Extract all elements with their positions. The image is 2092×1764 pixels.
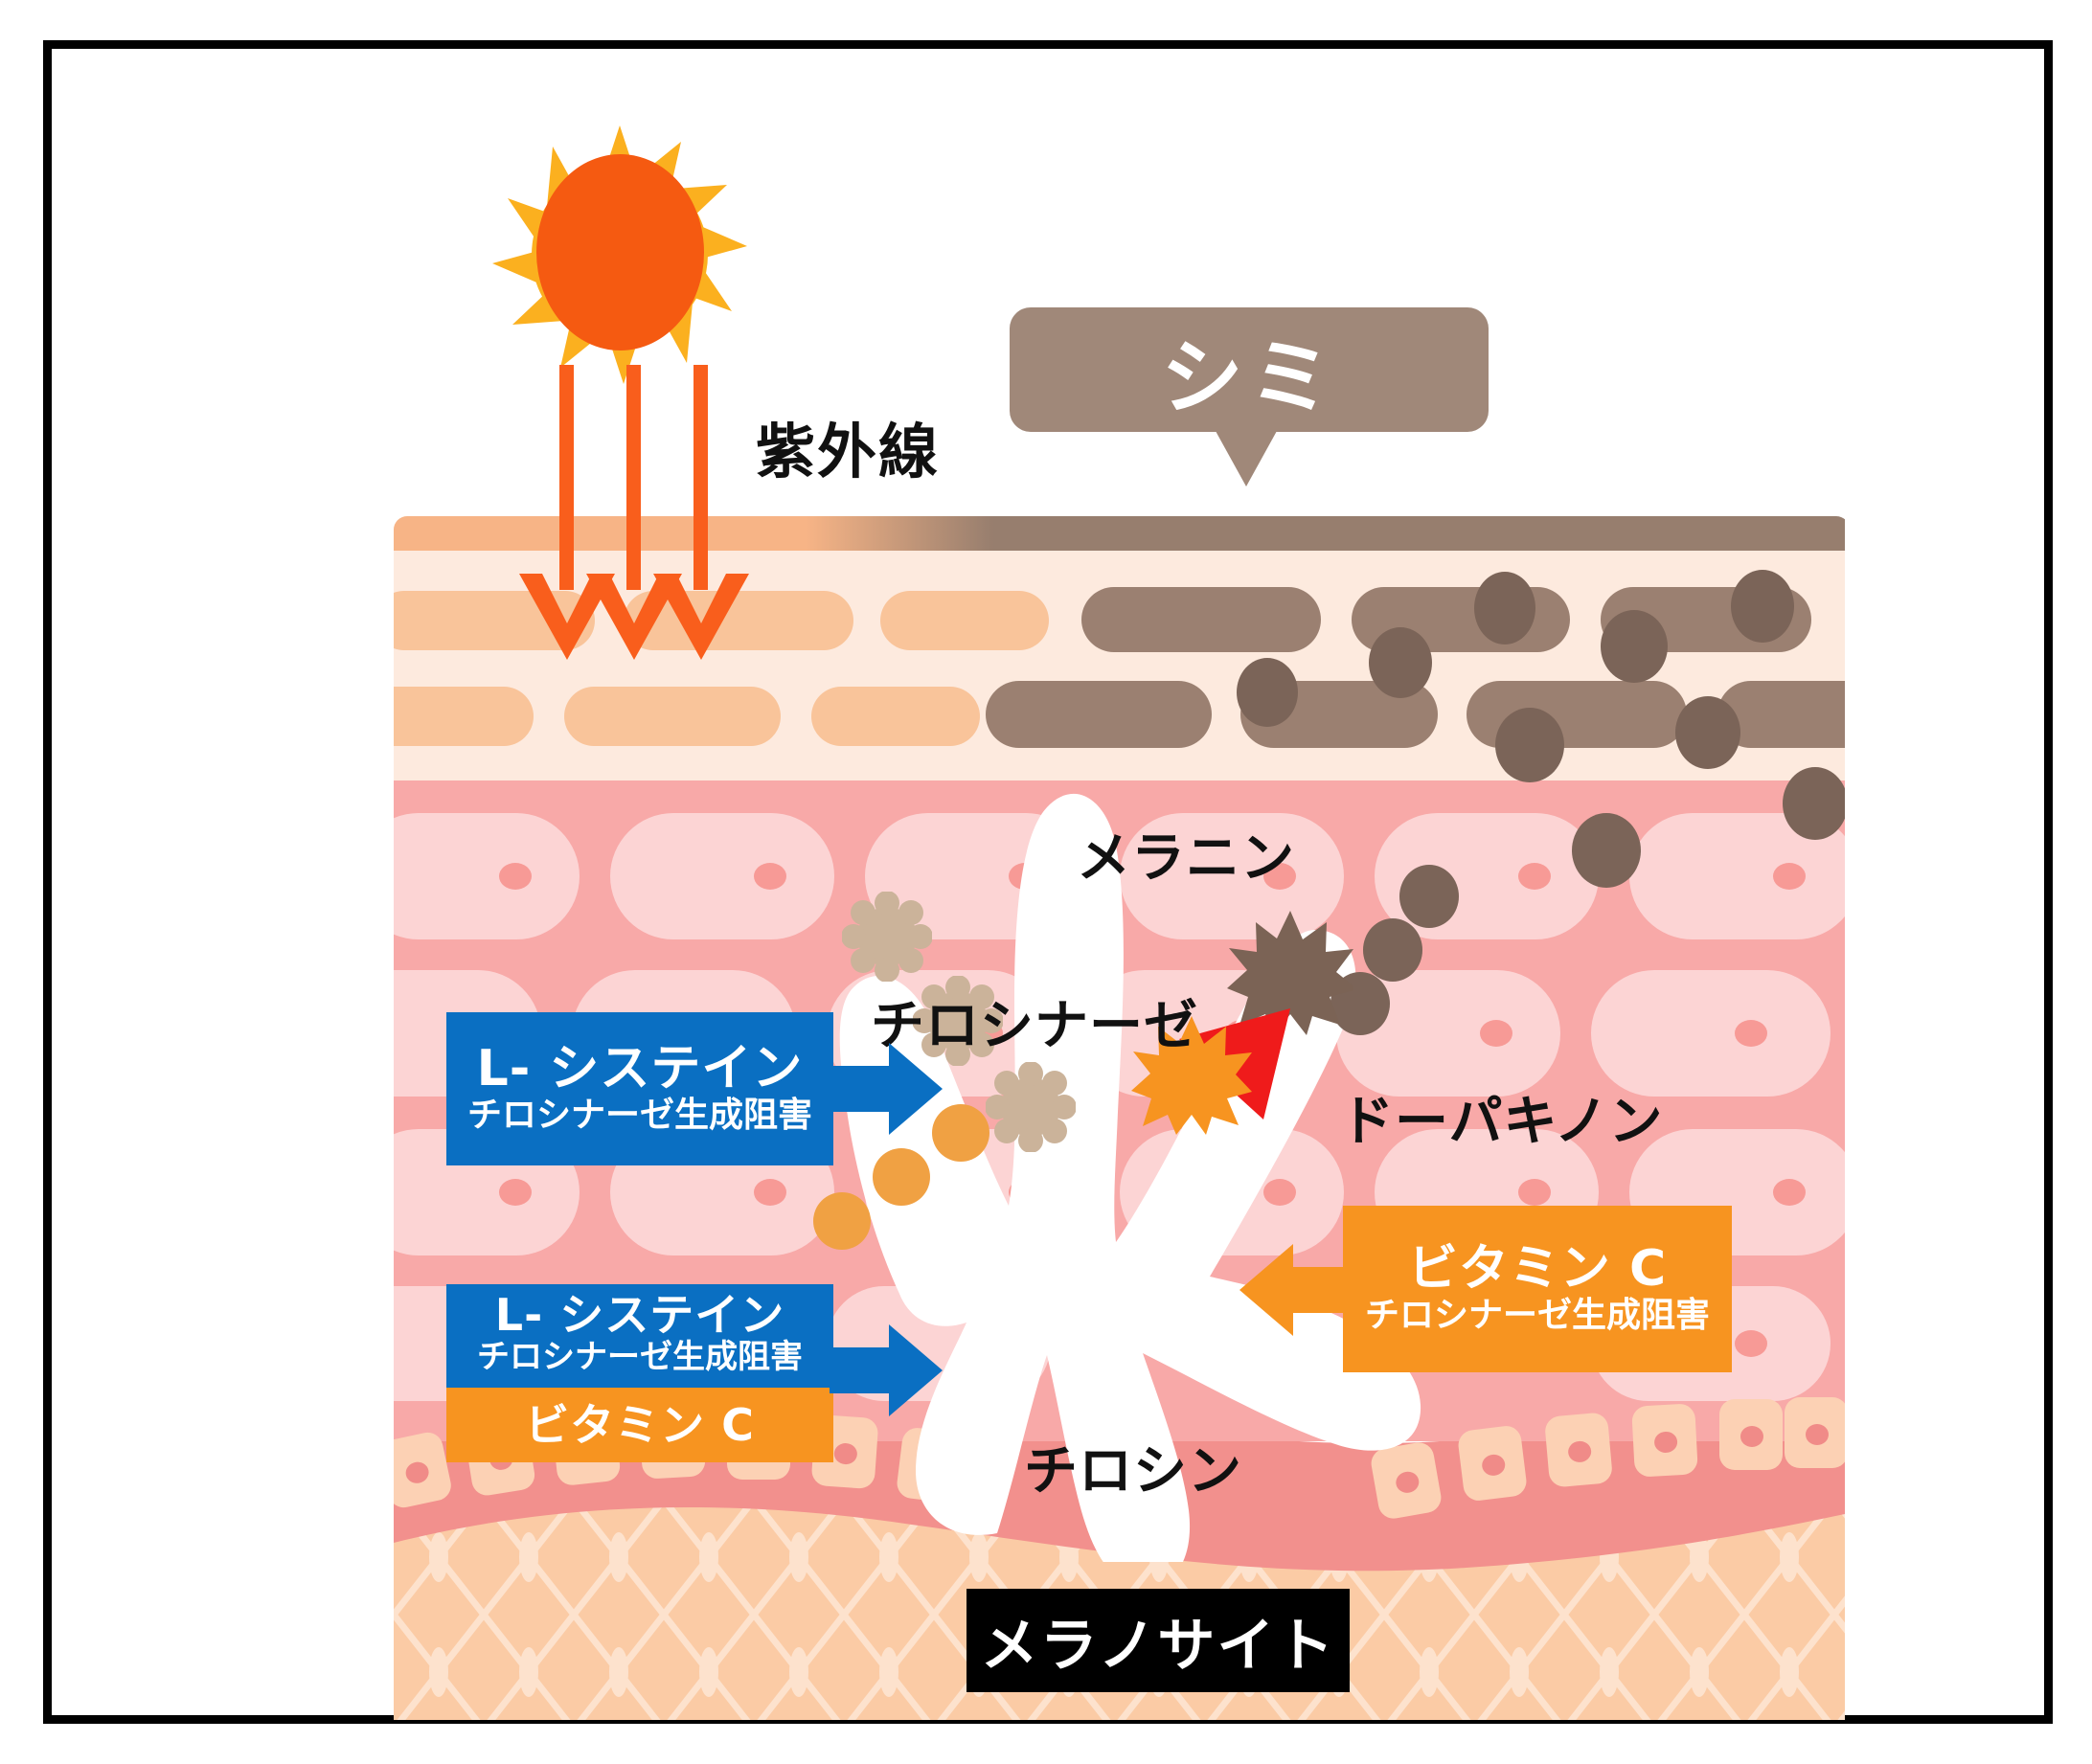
tyrosine-molecule [932, 1104, 989, 1162]
uv-ray-arrow-icon [559, 365, 574, 590]
dopaquinone-molecule [1227, 911, 1353, 1035]
basal-cell [1719, 1399, 1783, 1470]
skin-cross-section [394, 509, 1845, 1720]
melanocyte-name-plate: メラノサイト [966, 1589, 1350, 1692]
basal-cell [1631, 1403, 1698, 1478]
dopaquinone-label: ドーパキノン [1340, 1091, 1664, 1153]
lcysteine-vitaminc-box[interactable]: L- システイン チロシナーゼ生成阻害 ビタミン C [446, 1284, 943, 1462]
melanin-label: メラニン [1077, 827, 1295, 890]
keratinocyte [1120, 813, 1344, 939]
vitaminc-box-bottom-title: ビタミン C [525, 1399, 755, 1451]
keratinocyte [610, 813, 834, 939]
sun-icon [490, 125, 749, 384]
corneocyte [880, 591, 1049, 650]
lcysteine-box-bottom-title: L- システイン [494, 1289, 785, 1342]
vitaminc-box-right-title: ビタミン C [1407, 1240, 1668, 1299]
melanin-granule [1572, 813, 1641, 888]
corneocyte [564, 687, 781, 746]
lcysteine-box-bottom-subtitle: チロシナーゼ生成阻害 [477, 1338, 803, 1377]
uv-ray-arrowhead-icon [519, 574, 615, 660]
tyrosine-label: チロシン [1024, 1440, 1242, 1503]
blue-right-arrow-icon [830, 1043, 943, 1135]
tyrosine-molecule [873, 1148, 930, 1206]
tyrosinase-molecule [986, 1062, 1076, 1152]
uv-label: 紫外線 [756, 417, 941, 486]
melanin-granule [1783, 767, 1845, 840]
melanin-granule [1237, 658, 1298, 727]
pigmented-corneocyte [986, 681, 1212, 748]
melanin-granule [1495, 708, 1564, 782]
uv-ray-arrow-icon [694, 365, 708, 590]
tyrosinase-molecule [842, 892, 932, 982]
sun-core [536, 154, 704, 351]
uv-ray-arrowhead-icon [653, 574, 749, 660]
outer-frame: 紫外線 シミ メラニン チロシナーゼ ドーパキノン チロシン L- システイン … [43, 40, 2053, 1724]
melanin-granule [1731, 570, 1794, 643]
melanocyte-label: メラノサイト [980, 1612, 1336, 1680]
melanin-granule [1363, 918, 1422, 982]
lcysteine-box-top-title: L- システイン [476, 1040, 804, 1098]
melanin-granule [1399, 865, 1459, 928]
vitaminc-box-right-subtitle: チロシナーゼ生成阻害 [1364, 1296, 1710, 1336]
pigmented-corneocyte [1081, 587, 1321, 652]
melanin-granule [1474, 572, 1535, 645]
inhibition-burst-icon [1131, 1016, 1252, 1135]
uv-ray-arrowhead-icon [586, 574, 682, 660]
shimi-label: シミ [1161, 329, 1337, 426]
blue-right-arrow-icon [830, 1324, 943, 1416]
basal-cell [1785, 1397, 1845, 1468]
keratinocyte [394, 813, 580, 939]
uv-ray-arrow-icon [626, 365, 641, 590]
lcysteine-box-top[interactable]: L- システイン チロシナーゼ生成阻害 [446, 1012, 943, 1165]
corneocyte [811, 687, 980, 746]
callout-tail-icon [1216, 431, 1277, 486]
keratinocyte [1591, 970, 1830, 1097]
tyrosine-molecule [813, 1192, 871, 1250]
tyrosinase-label: チロシナーゼ [871, 995, 1198, 1057]
tyrosinase-molecule [913, 976, 1003, 1066]
melanin-granule [1369, 627, 1432, 698]
pigmented-corneum-region [806, 516, 1845, 551]
corneocyte [394, 687, 534, 746]
lcysteine-box-top-subtitle: チロシナーゼ生成阻害 [466, 1096, 812, 1136]
shimi-callout: シミ [1010, 307, 1489, 432]
melanin-granule [1601, 610, 1668, 683]
melanin-granule [1675, 696, 1740, 769]
orange-left-arrow-icon [1239, 1244, 1353, 1336]
